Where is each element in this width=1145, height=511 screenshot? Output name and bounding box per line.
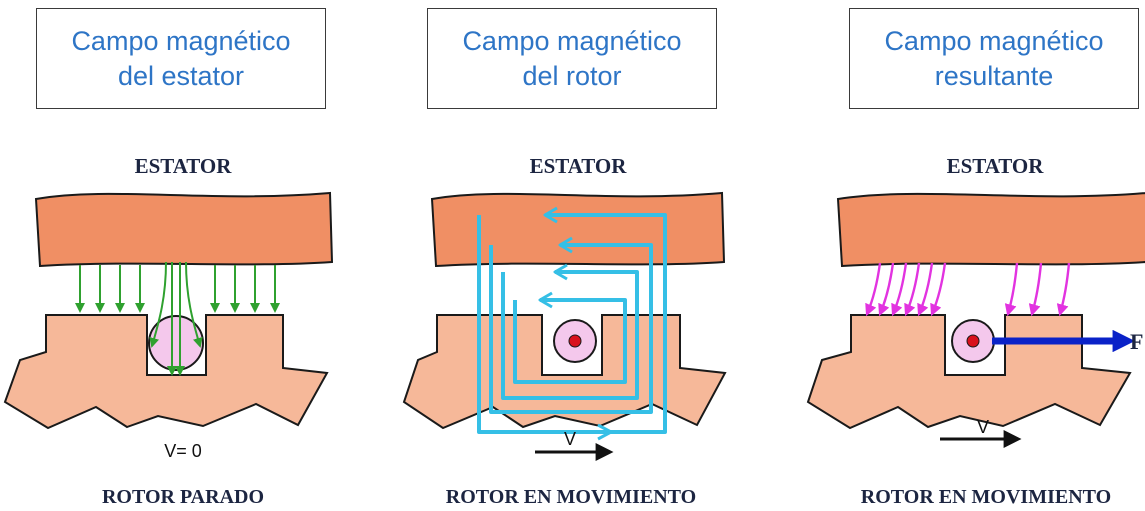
- stator-block: [430, 191, 726, 268]
- title-resultant-field: Campo magnético resultante: [884, 25, 1104, 91]
- resultant-field-lines: [865, 262, 1071, 317]
- stator-block: [34, 191, 334, 268]
- title-stator-field: Campo magnético del estator: [71, 25, 291, 91]
- speed-label: V: [564, 429, 576, 449]
- title-box-stator-field: Campo magnético del estator: [36, 8, 326, 109]
- conductor-current-dot: [568, 334, 582, 348]
- rotor-status-label: ROTOR EN MOVIMIENTO: [861, 486, 1111, 508]
- rotor-status-label: ROTOR EN MOVIMIENTO: [446, 486, 696, 508]
- title-rotor-field: Campo magnético del rotor: [462, 25, 682, 91]
- speed-label: V: [977, 417, 989, 437]
- speed-label-zero: V= 0: [164, 441, 202, 461]
- rotor-block: [3, 314, 329, 430]
- title-box-resultant-field: Campo magnético resultante: [849, 8, 1139, 109]
- panel-rotor-field: ESTATOR V ROTOR EN MOVIMIENTO: [402, 154, 727, 508]
- stator-label: ESTATOR: [530, 154, 628, 178]
- conductor-current-dot: [966, 334, 980, 348]
- panel-resultant-field: ESTATOR F V ROTOR EN MOVIMIENTO: [806, 154, 1145, 508]
- title-box-rotor-field: Campo magnético del rotor: [427, 8, 717, 109]
- rotor-field-loops: [477, 206, 667, 441]
- stator-label: ESTATOR: [135, 154, 233, 178]
- stator-block: [836, 192, 1145, 268]
- stator-label: ESTATOR: [947, 154, 1045, 178]
- rotor-status-label: ROTOR PARADO: [102, 486, 264, 508]
- panel-stator-field: ESTATOR V= 0 ROTOR PARADO: [3, 154, 334, 508]
- force-label: F: [1130, 329, 1143, 354]
- stator-field-lines: [75, 261, 280, 376]
